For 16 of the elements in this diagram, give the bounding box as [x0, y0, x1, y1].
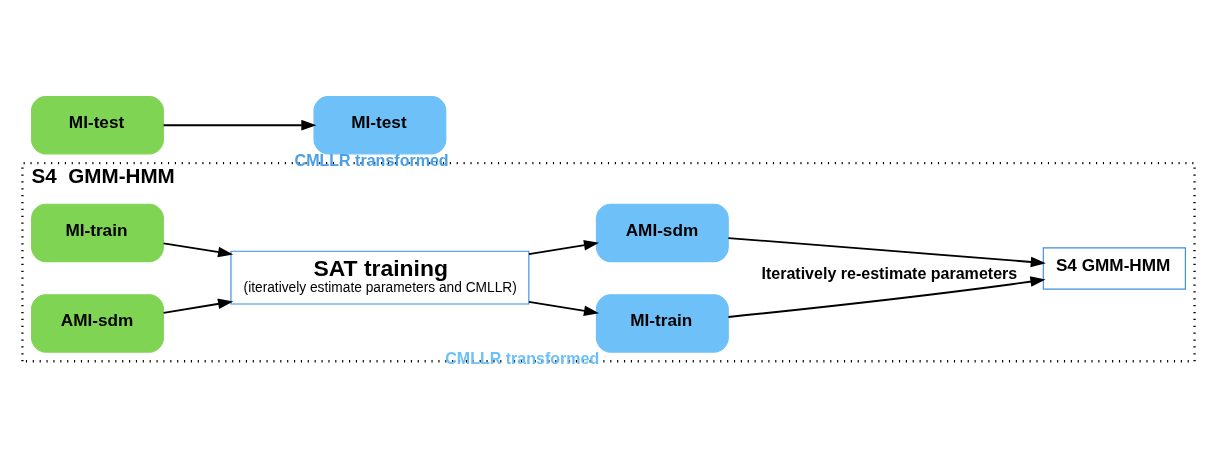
arrow: [528, 239, 600, 255]
arrow: [727, 236, 1046, 267]
edge-label: Iteratively re-estimate parameters: [761, 263, 1018, 282]
arrow: [528, 300, 600, 316]
node-box: SAT training (iteratively estimate parameters and CMLLR): [230, 250, 530, 305]
node-box: MI-train: [595, 293, 729, 353]
arrow: [727, 275, 1046, 318]
node-box: MI-test: [313, 95, 447, 154]
node-box: MI-train: [31, 203, 164, 262]
arrow: [162, 241, 234, 257]
node-box: AMI-sdm: [595, 203, 729, 262]
node-box: AMI-sdm: [31, 293, 164, 353]
node-box: MI-test: [31, 95, 164, 154]
arrow: [162, 119, 317, 131]
node-box: S4 GMM-HMM: [1042, 246, 1186, 290]
arrow: [162, 298, 234, 314]
